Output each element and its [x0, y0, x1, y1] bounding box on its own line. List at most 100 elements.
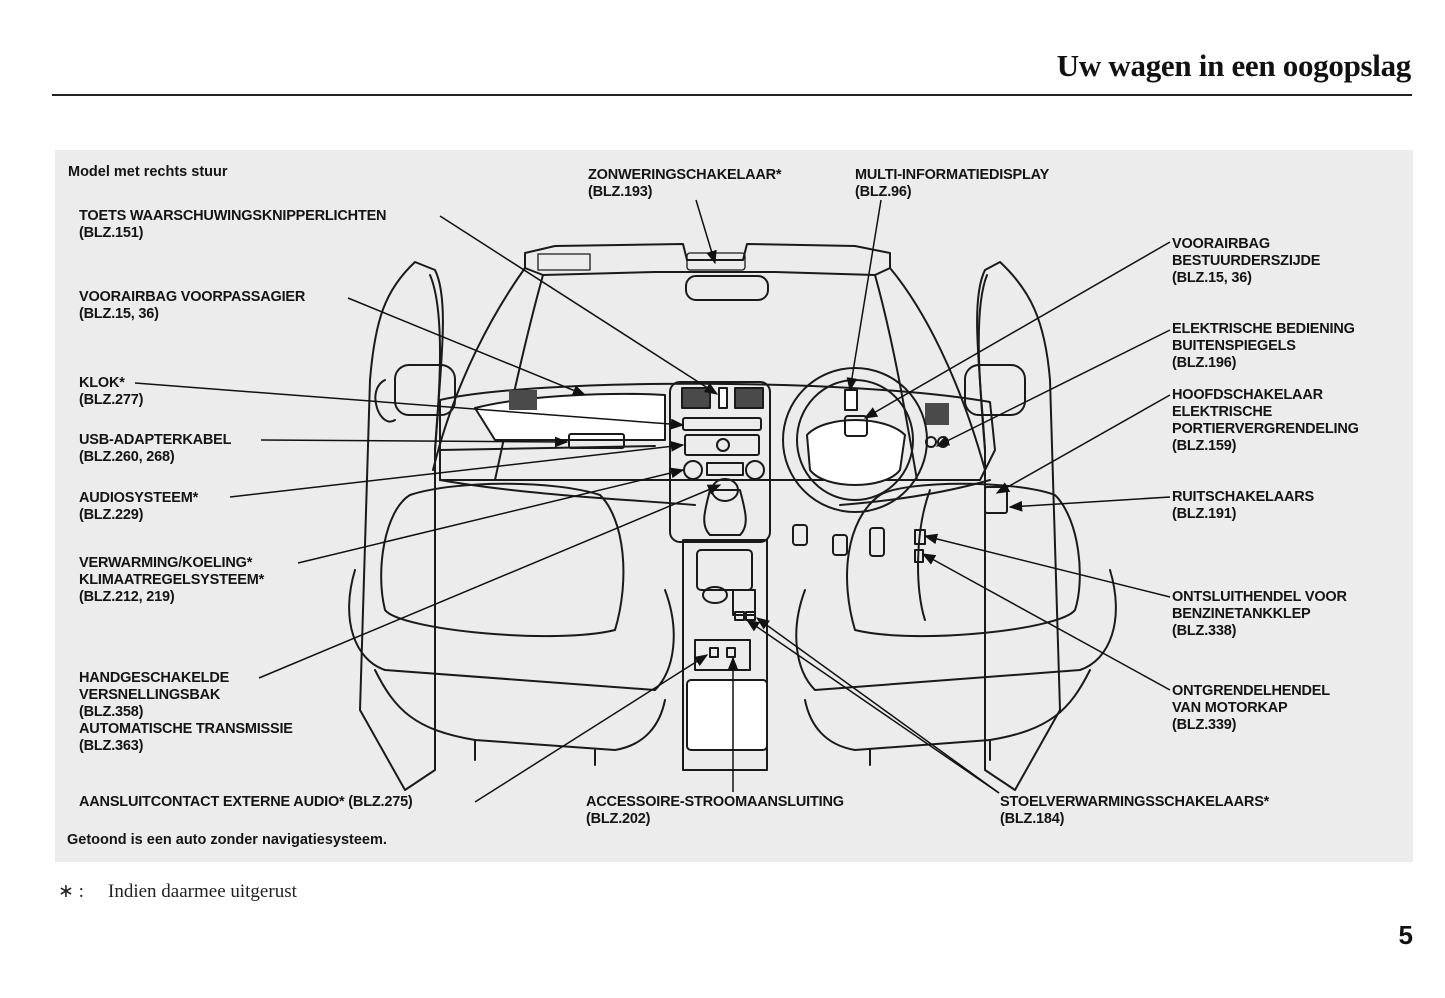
leader-mirrors	[935, 329, 1171, 447]
callout-label: ZONWERINGSCHAKELAAR*	[588, 167, 782, 183]
header-rule	[52, 94, 1412, 96]
callout-label: MULTI-INFORMATIEDISPLAY	[855, 167, 1050, 183]
callout-climate: VERWARMING/KOELING* KLIMAATREGELSYSTEEM*…	[79, 555, 264, 606]
climate-knob-left	[683, 460, 703, 480]
callout-label: PORTIERVERGRENDELING	[1172, 421, 1359, 437]
callout-ref: (BLZ.202)	[586, 811, 651, 827]
leader-passenger-airbag	[347, 297, 587, 396]
callout-ref: (BLZ.159)	[1172, 438, 1237, 454]
leader-lines	[134, 199, 1171, 803]
leader-driver-airbag	[863, 241, 1171, 419]
center-stack	[669, 381, 771, 543]
leader-mid	[846, 199, 882, 392]
callout-hazard: TOETS WAARSCHUWINGSKNIPPERLICHTEN (BLZ.1…	[79, 208, 387, 242]
climate-knob-right	[745, 460, 765, 480]
right-vent	[925, 403, 949, 425]
leader-fuel-door	[923, 533, 1171, 598]
callout-door-lock: HOOFDSCHAKELAAR ELEKTRISCHE PORTIERVERGR…	[1172, 387, 1359, 455]
leader-climate	[297, 467, 685, 564]
footnote-symbol: ∗ :	[58, 881, 84, 902]
callout-multi-info-display: MULTI-INFORMATIEDISPLAY (BLZ.96)	[855, 167, 1049, 201]
callout-ref: (BLZ.191)	[1172, 506, 1237, 522]
callout-power-outlet: ACCESSOIRE-STROOMAANSLUITING (BLZ.202)	[586, 794, 844, 828]
leader-door-lock	[995, 394, 1171, 494]
callout-label: STOELVERWARMINGSSCHAKELAARS*	[1000, 794, 1270, 810]
windshield-frame	[524, 243, 891, 276]
callout-ref: (BLZ.15, 36)	[79, 306, 159, 322]
car-interior-illustration	[134, 199, 1171, 803]
callout-label: ELEKTRISCHE	[1172, 404, 1273, 420]
callout-ref: (BLZ.151)	[79, 225, 144, 241]
callout-audio: AUDIOSYSTEEM* (BLZ.229)	[79, 490, 198, 524]
callout-transmission: HANDGESCHAKELDE VERSNELLINGSBAK (BLZ.358…	[79, 670, 293, 755]
callout-ref: (BLZ.96)	[855, 184, 912, 200]
audio-controls	[684, 434, 760, 456]
left-seat	[348, 482, 675, 766]
console-lower-panel	[694, 639, 751, 671]
leader-seat-heater-1	[745, 619, 1000, 794]
steering-wheel	[782, 367, 928, 513]
power-outlet	[726, 647, 736, 658]
footnote-text: Indien daarmee uitgerust	[108, 881, 297, 902]
hazard-button	[718, 387, 728, 409]
callout-passenger-airbag: VOORAIRBAG VOORPASSAGIER (BLZ.15, 36)	[79, 289, 305, 323]
callout-ref: (BLZ.229)	[79, 507, 144, 523]
callout-hood: ONTGRENDELHENDEL VAN MOTORKAP (BLZ.339)	[1172, 683, 1330, 734]
center-vent-left	[681, 387, 711, 409]
center-vent-right	[734, 387, 764, 409]
callout-label: HOOFDSCHAKELAAR	[1172, 387, 1323, 403]
callout-ref: (BLZ.196)	[1172, 355, 1237, 371]
callout-label: AUTOMATISCHE TRANSMISSIE	[79, 721, 293, 737]
callout-label: BESTUURDERSZIJDE	[1172, 253, 1321, 269]
callout-clock: KLOK* (BLZ.277)	[79, 375, 143, 409]
leader-transmission	[258, 484, 722, 679]
leader-sunshade	[695, 199, 717, 265]
callout-ref: (BLZ.363)	[79, 738, 144, 754]
page-number: 5	[1398, 920, 1413, 950]
callout-label: BENZINETANKKLEP	[1172, 606, 1311, 622]
callout-ref: (BLZ.260, 268)	[79, 449, 175, 465]
honda-logo	[844, 415, 868, 437]
center-console	[682, 539, 768, 771]
leader-hood	[921, 553, 1171, 691]
leader-audio	[229, 441, 685, 498]
callout-label: KLOK*	[79, 375, 125, 391]
callout-label: HANDGESCHAKELDE	[79, 670, 230, 686]
left-door	[359, 261, 456, 791]
callout-driver-airbag: VOORAIRBAG BESTUURDERSZIJDE (BLZ.15, 36)	[1172, 236, 1320, 287]
rearview-mirror	[685, 275, 769, 301]
callout-label: AUDIOSYSTEEM*	[79, 490, 199, 506]
leader-clock	[134, 382, 685, 430]
callout-label: RUITSCHAKELAARS	[1172, 489, 1315, 505]
callout-fuel-door: ONTSLUITHENDEL VOOR BENZINETANKKLEP (BLZ…	[1172, 589, 1347, 640]
callout-label: KLIMAATREGELSYSTEEM*	[79, 572, 265, 588]
callout-windows: RUITSCHAKELAARS (BLZ.191)	[1172, 489, 1314, 523]
navigation-note: Getoond is een auto zonder navigatiesyst…	[67, 832, 387, 848]
callout-aux-audio: AANSLUITCONTACT EXTERNE AUDIO* (BLZ.275)	[79, 794, 413, 811]
callout-ref: (BLZ.338)	[1172, 623, 1237, 639]
aux-jack	[709, 647, 719, 658]
callout-label: ELEKTRISCHE BEDIENING	[1172, 321, 1355, 337]
window-switches	[984, 486, 1008, 514]
pedals	[792, 524, 885, 557]
leader-aux-audio	[474, 654, 709, 803]
callout-ref: (BLZ.15, 36)	[1172, 270, 1252, 286]
callout-label: TOETS WAARSCHUWINGSKNIPPERLICHTEN	[79, 208, 387, 224]
callout-label: VERSNELLINGSBAK	[79, 687, 221, 703]
model-note: Model met rechts stuur	[68, 164, 228, 180]
callout-label: VOORAIRBAG	[1172, 236, 1270, 252]
callout-ref: (BLZ.184)	[1000, 811, 1065, 827]
callout-seat-heater: STOELVERWARMINGSSCHAKELAARS* (BLZ.184)	[1000, 794, 1269, 828]
callout-label: ONTGRENDELHENDEL	[1172, 683, 1330, 699]
left-vent	[509, 390, 537, 410]
gear-lever	[703, 478, 747, 536]
callout-label: USB-ADAPTERKABEL	[79, 432, 232, 448]
footnote: ∗ : Indien daarmee uitgerust	[58, 880, 297, 903]
leader-seat-heater-2	[755, 617, 1000, 794]
callout-ref: (BLZ.339)	[1172, 717, 1237, 733]
multi-info-display	[844, 389, 858, 411]
leader-hazard	[439, 215, 719, 395]
callout-ref: (BLZ.277)	[79, 392, 144, 408]
callout-ref: (BLZ.212, 219)	[79, 589, 175, 605]
callout-usb: USB-ADAPTERKABEL (BLZ.260, 268)	[79, 432, 231, 466]
